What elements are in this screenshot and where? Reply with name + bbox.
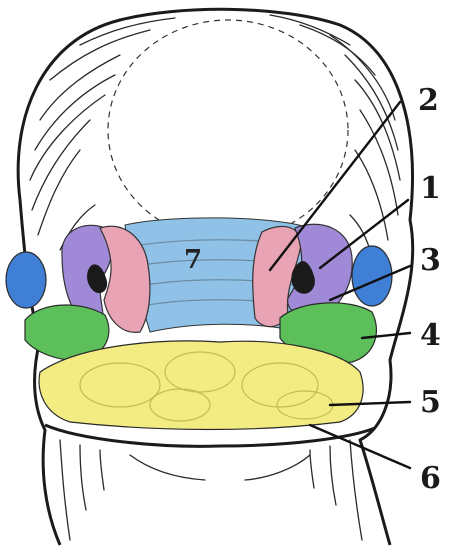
label-2: 2 [418, 83, 439, 118]
neck-hatching [60, 440, 362, 540]
label-6: 6 [420, 461, 441, 496]
label-5: 5 [420, 385, 441, 420]
forebrain-dome [108, 20, 348, 240]
label-7: 7 [184, 245, 202, 275]
label-4: 4 [420, 318, 441, 353]
label-3: 3 [420, 243, 441, 278]
left-eye [6, 252, 46, 308]
label-1: 1 [420, 171, 441, 206]
